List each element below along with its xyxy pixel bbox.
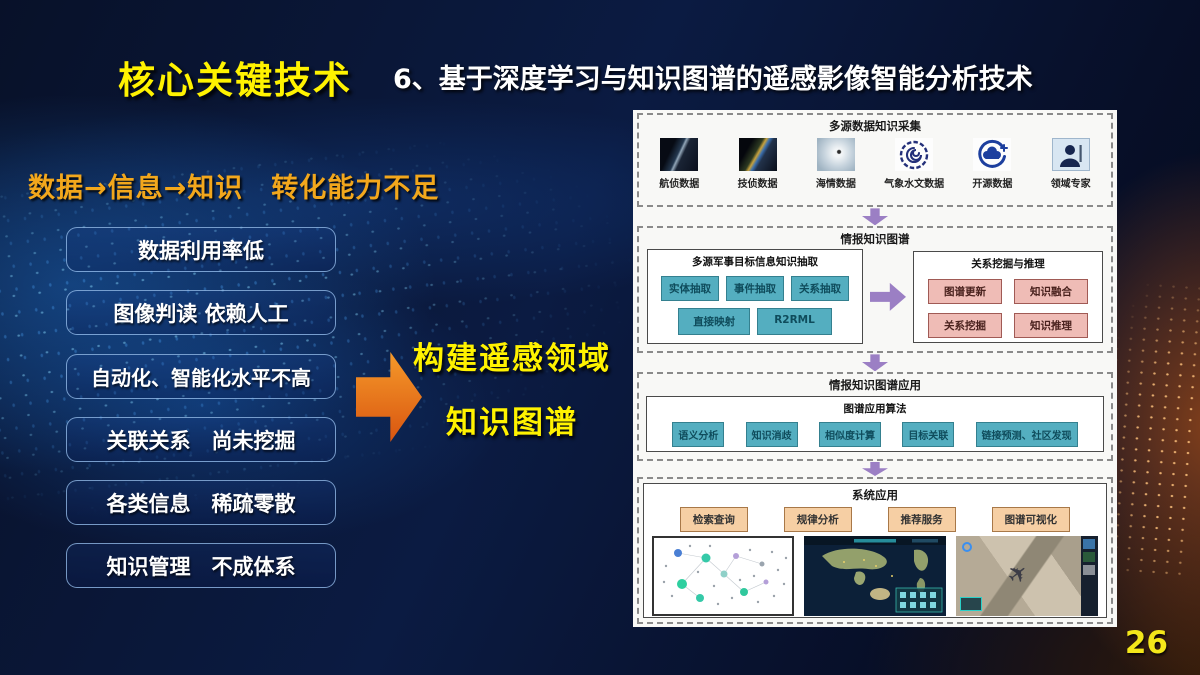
- page-subtitle: 6、基于深度学习与知识图谱的遥感影像智能分析技术: [393, 64, 1033, 95]
- source-item: 海情数据: [798, 138, 874, 190]
- hud-panel: [960, 597, 982, 611]
- mining-title: 关系挖掘与推理: [971, 258, 1045, 271]
- source-label: 开源数据: [972, 179, 1013, 190]
- chip-similarity-computation: 相似度计算: [818, 422, 881, 448]
- chip-graph-update: 图谱更新: [928, 279, 1002, 305]
- problem-box-6: 知识管理 不成体系: [66, 543, 336, 588]
- source-item: 开源数据: [954, 138, 1030, 190]
- source-label: 海情数据: [815, 179, 856, 190]
- chip-knowledge-disambiguation: 知识消歧: [745, 422, 798, 448]
- architecture-diagram-panel: 多源数据知识采集 航侦数据 技侦数据 海情数据: [633, 110, 1117, 627]
- chip-relation-mining: 关系挖掘: [928, 313, 1002, 339]
- chip-pattern-analysis: 规律分析: [783, 507, 852, 532]
- airport-sidebar: [1081, 536, 1098, 616]
- knowledge-graph-visualization-image: [652, 536, 794, 616]
- source-item: 技侦数据: [720, 138, 796, 190]
- chip-r2rml: R2RML: [757, 308, 832, 336]
- page-title: 核心关键技术: [118, 59, 352, 102]
- source-item: 领域专家: [1033, 138, 1109, 190]
- goal-text-line2: 知识图谱: [446, 405, 578, 441]
- problem-heading: 数据→信息→知识 转化能力不足: [28, 173, 440, 204]
- section-system-application: 系统应用 检索查询 规律分析 推荐服务 图谱可视化: [637, 477, 1113, 624]
- problem-box-1: 数据利用率低: [66, 227, 336, 272]
- mining-box: 关系挖掘与推理 图谱更新 知识融合 关系挖掘 知识推理: [913, 251, 1103, 343]
- bigdata-cloud-icon: [973, 138, 1012, 171]
- chip-entity-extraction: 实体抽取: [661, 276, 719, 302]
- extraction-box: 多源军事目标信息知识抽取 实体抽取 事件抽取 关系抽取 直接映射 R2RML: [647, 249, 863, 345]
- chip-recommendation-service: 推荐服务: [887, 507, 956, 532]
- target-marker-icon: [962, 542, 972, 552]
- airport-aerial-image: ✈: [956, 536, 1098, 616]
- flow-down-arrow-icon: [862, 208, 888, 226]
- source-label: 气象水文数据: [884, 179, 945, 190]
- chip-event-extraction: 事件抽取: [726, 276, 784, 302]
- extraction-title: 多源军事目标信息知识抽取: [692, 256, 818, 269]
- system-screenshot-row: ✈: [644, 532, 1106, 620]
- kg-row: 多源军事目标信息知识抽取 实体抽取 事件抽取 关系抽取 直接映射 R2RML 关…: [639, 247, 1111, 351]
- section-title: 多源数据知识采集: [829, 119, 921, 133]
- source-label: 领域专家: [1050, 179, 1091, 190]
- source-item: 气象水文数据: [876, 138, 952, 190]
- flow-right-arrow-icon: [870, 282, 906, 311]
- section-title: 情报知识图谱: [840, 232, 910, 247]
- algorithms-title: 图谱应用算法: [843, 403, 907, 416]
- satellite-tech-icon: [738, 138, 777, 171]
- chip-target-association: 目标关联: [902, 422, 955, 448]
- source-label: 航侦数据: [659, 179, 700, 190]
- satellite-photo-icon: [660, 138, 699, 171]
- airplane-icon: ✈: [1001, 556, 1035, 592]
- meteorology-logo-icon: [895, 138, 934, 171]
- flow-down-arrow-icon: [862, 462, 888, 476]
- chip-semantic-analysis: 语义分析: [672, 422, 725, 448]
- data-source-row: 航侦数据 技侦数据 海情数据 气: [639, 134, 1111, 205]
- chip-relation-extraction: 关系抽取: [791, 276, 849, 302]
- chip-knowledge-fusion: 知识融合: [1014, 279, 1088, 305]
- section-kg-application: 情报知识图谱应用 图谱应用算法 语义分析 知识消歧 相似度计算 目标关联 链接预…: [637, 372, 1113, 461]
- goal-text-line1: 构建遥感领域: [413, 341, 611, 377]
- problem-box-5: 各类信息 稀疏零散: [66, 480, 336, 525]
- world-map-dashboard-image: [804, 536, 946, 616]
- algorithms-box: 图谱应用算法 语义分析 知识消歧 相似度计算 目标关联 链接预测、社区发现: [646, 396, 1104, 452]
- source-label: 技侦数据: [737, 179, 778, 190]
- section-knowledge-graph: 情报知识图谱 多源军事目标信息知识抽取 实体抽取 事件抽取 关系抽取 直接映射 …: [637, 226, 1113, 354]
- chip-graph-visualization: 图谱可视化: [991, 507, 1071, 532]
- chip-direct-mapping: 直接映射: [678, 308, 751, 336]
- problem-box-2: 图像判读 依赖人工: [66, 290, 336, 335]
- source-item: 航侦数据: [641, 138, 717, 190]
- system-box: 系统应用 检索查询 规律分析 推荐服务 图谱可视化: [643, 483, 1107, 618]
- section-title: 情报知识图谱应用: [829, 378, 921, 393]
- system-title: 系统应用: [852, 488, 898, 502]
- section-data-collection: 多源数据知识采集 航侦数据 技侦数据 海情数据: [637, 113, 1113, 208]
- sea-cloud-icon: [816, 138, 855, 171]
- page-number: 26: [1124, 625, 1168, 661]
- chip-link-prediction: 链接预测、社区发现: [975, 422, 1078, 448]
- problem-box-4: 关联关系 尚未挖掘: [66, 417, 336, 462]
- chip-knowledge-reasoning: 知识推理: [1014, 313, 1088, 339]
- chip-search-query: 检索查询: [679, 507, 748, 532]
- expert-person-icon: [1051, 138, 1090, 171]
- flow-down-arrow-icon: [862, 354, 888, 372]
- problem-box-3: 自动化、智能化水平不高: [66, 354, 336, 399]
